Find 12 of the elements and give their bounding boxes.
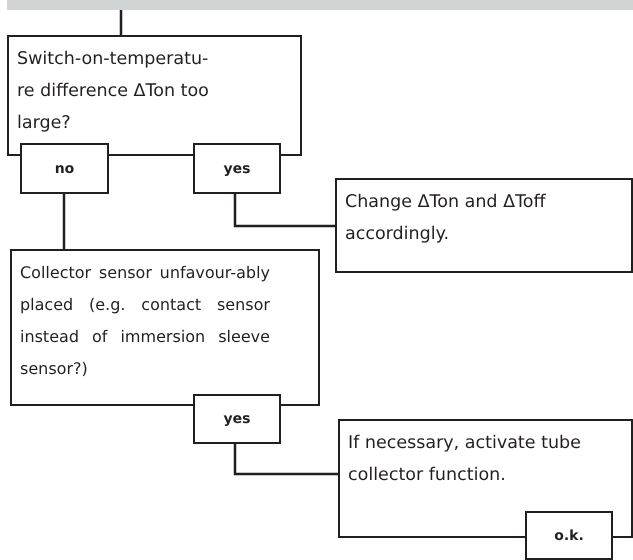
connector-line [234,194,335,228]
process-box: Collector sensor unfavour-ably placed (e.g. contact sensor instead of immersion sleeve sensor?) [10,249,320,406]
answer-box: yes [193,394,281,444]
connector-line [234,444,338,476]
answer-box: no [20,143,109,194]
connector-line [120,10,122,35]
answer-box: yes [193,143,281,194]
process-box: Change ΔTon and ΔToff accordingly. [335,178,633,273]
process-box: Switch-on-temperatu-re difference ΔTon too large? [7,35,302,156]
header-bar [7,0,633,10]
answer-box: o.k. [525,511,613,560]
connector-line [62,194,66,249]
